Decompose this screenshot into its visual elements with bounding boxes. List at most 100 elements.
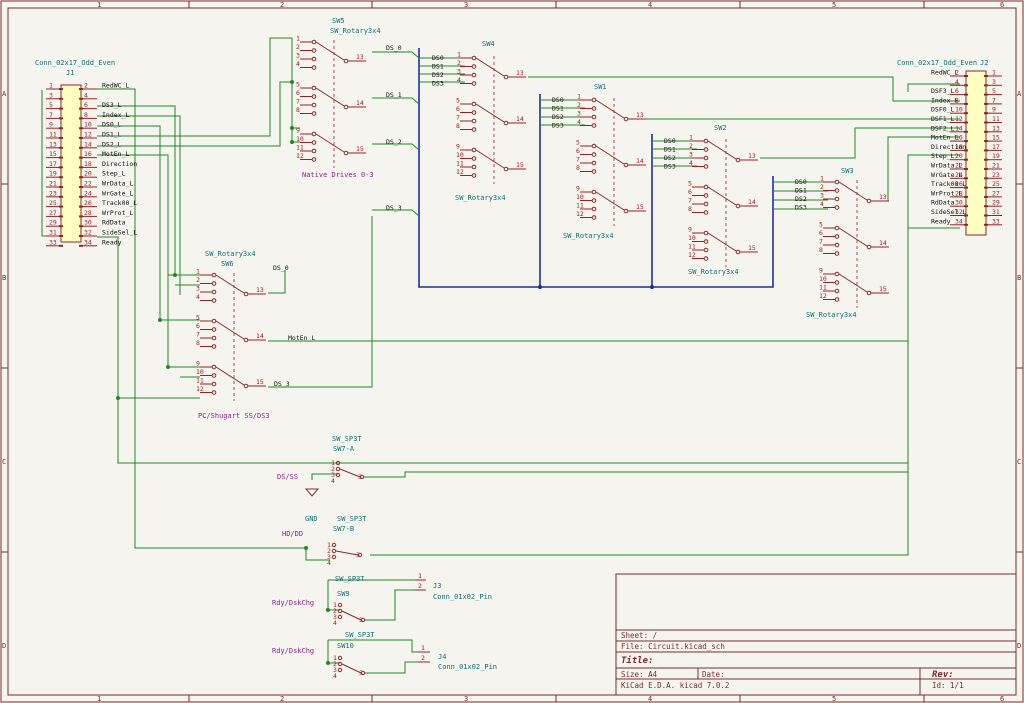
sw4-pin-number: 1 — [457, 51, 461, 59]
j1-signal-label: WrGate_L — [102, 189, 133, 197]
sp3t-pin-number: 4 — [333, 619, 337, 627]
sp3t-ref: SW7-A — [333, 445, 355, 453]
j2-signal-label: DSF1_L — [931, 115, 955, 123]
j1-pin-odd: 33 — [49, 238, 57, 246]
sw4-input-label: DS1 — [432, 63, 444, 71]
j2-pin-right: 11 — [992, 115, 1000, 123]
sw1-output-pin: 14 — [636, 157, 644, 165]
sw3-pin-number: 3 — [820, 192, 824, 200]
sp3t-pin-number: 4 — [333, 672, 337, 680]
j2-pin-left: 22 — [955, 162, 963, 170]
sp3t-pin-number: 2 — [327, 547, 331, 555]
j2-pin-right: 17 — [992, 143, 1000, 151]
j2-pin-right: 21 — [992, 162, 1000, 170]
j1-pin-even: 16 — [84, 150, 92, 158]
j2-pin-left: 12 — [955, 115, 963, 123]
j3-value: Conn_01x02_Pin — [433, 593, 492, 601]
net-label-ds2: DS_2 — [386, 138, 402, 146]
j1-pin-odd: 3 — [49, 91, 53, 99]
sw6-pin-number: 7 — [196, 331, 200, 339]
j1-pin-odd: 29 — [49, 219, 57, 227]
sp3t-pin-number: 3 — [359, 616, 363, 624]
j2-pin-left: 26 — [955, 180, 963, 188]
tb-rev: Rev: — [932, 670, 954, 680]
sp3t-pin-number: 3 — [333, 666, 337, 674]
j1-pin-even: 28 — [84, 209, 92, 217]
tb-kicad: KiCad E.D.A. kicad 7.0.2 — [621, 681, 729, 690]
sw2-input-label: DS0 — [664, 137, 676, 145]
net-label-ds3: DS_3 — [386, 204, 402, 212]
sw4-pin-number: 8 — [456, 122, 460, 130]
j2-pin-right: 13 — [992, 124, 1000, 132]
j1-signal-label: WrData_L — [102, 180, 133, 188]
sw5-pin-number: 2 — [296, 43, 300, 51]
j1-pin-odd: 17 — [49, 160, 57, 168]
tb-id: Id: 1/1 — [932, 681, 964, 690]
sw6-pin-number: 8 — [196, 339, 200, 347]
sw4-output-pin: 15 — [516, 161, 524, 169]
sw3-pin-number: 12 — [819, 292, 827, 300]
j1-signal-label: SideSel_L — [102, 229, 137, 237]
sw6-pin-number: 12 — [196, 385, 204, 393]
sw6-pin-number: 9 — [196, 360, 200, 368]
j2-pin-right: 31 — [992, 208, 1000, 216]
tb-title: Title: — [621, 655, 654, 666]
sw5-pin-number: 6 — [296, 89, 300, 97]
sp3t-pin-number: 3 — [358, 473, 362, 481]
sp3t-pin-number: 3 — [331, 471, 335, 479]
sw2-pin-number: 9 — [688, 226, 692, 234]
j2-pin-right: 33 — [992, 217, 1000, 225]
sp3t-ref: SW10 — [337, 642, 354, 650]
sp3t-pin-number: 2 — [331, 465, 335, 473]
sw1-input-label: DS0 — [552, 96, 564, 104]
notes: Native Drives 0-3 PC/Shugart SS/DS3 DS/S… — [198, 171, 374, 655]
j1-pin-even: 20 — [84, 170, 92, 178]
sw6-pin-number: 10 — [196, 368, 204, 376]
j2-ref: J2 — [980, 59, 988, 67]
sw1-pin-number: 3 — [577, 110, 581, 118]
tb-file: File: Circuit.kicad_sch — [621, 642, 725, 651]
sw4-pin-number: 10 — [456, 151, 464, 159]
sw6-value: SW_Rotary3x4 — [205, 250, 256, 258]
sw5-pin-number: 7 — [296, 98, 300, 106]
j1-pin-odd: 21 — [49, 180, 57, 188]
frame-col-bottom-1: 1 — [97, 695, 101, 703]
sw3-pin-number: 7 — [819, 238, 823, 246]
j1-signal-label: DS2_L — [102, 140, 122, 148]
sw4-output-pin: 14 — [516, 115, 524, 123]
j2-signal-label: Step_L — [931, 152, 955, 160]
sw1-input-label: DS3 — [552, 122, 564, 130]
sw2-output-pin: 14 — [748, 198, 756, 206]
frame-row-right-C: C — [1017, 458, 1021, 466]
j1-pin-odd: 5 — [49, 101, 53, 109]
j1-signal-label: MotEn_L — [102, 150, 129, 158]
frame-row-right-A: A — [1017, 90, 1022, 98]
note-pc: PC/Shugart SS/DS3 — [198, 412, 270, 420]
sw4-pin-number: 12 — [456, 168, 464, 176]
j1-pin-even: 18 — [84, 160, 92, 168]
j1-signal-label: DS3_L — [102, 101, 122, 109]
frame-col-bottom-6: 6 — [1000, 695, 1004, 703]
sp3t-pin-number: 2 — [333, 607, 337, 615]
note-hddd: HD/DD — [282, 530, 303, 538]
j1-pin-even: 24 — [84, 189, 92, 197]
j2-pin-left: 20 — [955, 152, 963, 160]
j2-pin-right: 25 — [992, 180, 1000, 188]
j1-value: Conn_02x17_Odd_Even — [35, 59, 115, 67]
sw4-pin-number: 11 — [456, 160, 464, 168]
j1-signal-label: Index_L — [102, 111, 129, 119]
j2-pin-left: 32 — [955, 208, 963, 216]
j3-pin-1: 1 — [418, 572, 422, 580]
note-rdy-1: Rdy/DskChg — [272, 599, 314, 607]
j1-pin-even: 12 — [84, 131, 92, 139]
j2-pin-left: 8 — [955, 96, 959, 104]
sw1-output-pin: 15 — [636, 203, 644, 211]
sw1-pin-number: 6 — [576, 147, 580, 155]
j2-pin-right: 7 — [992, 96, 996, 104]
